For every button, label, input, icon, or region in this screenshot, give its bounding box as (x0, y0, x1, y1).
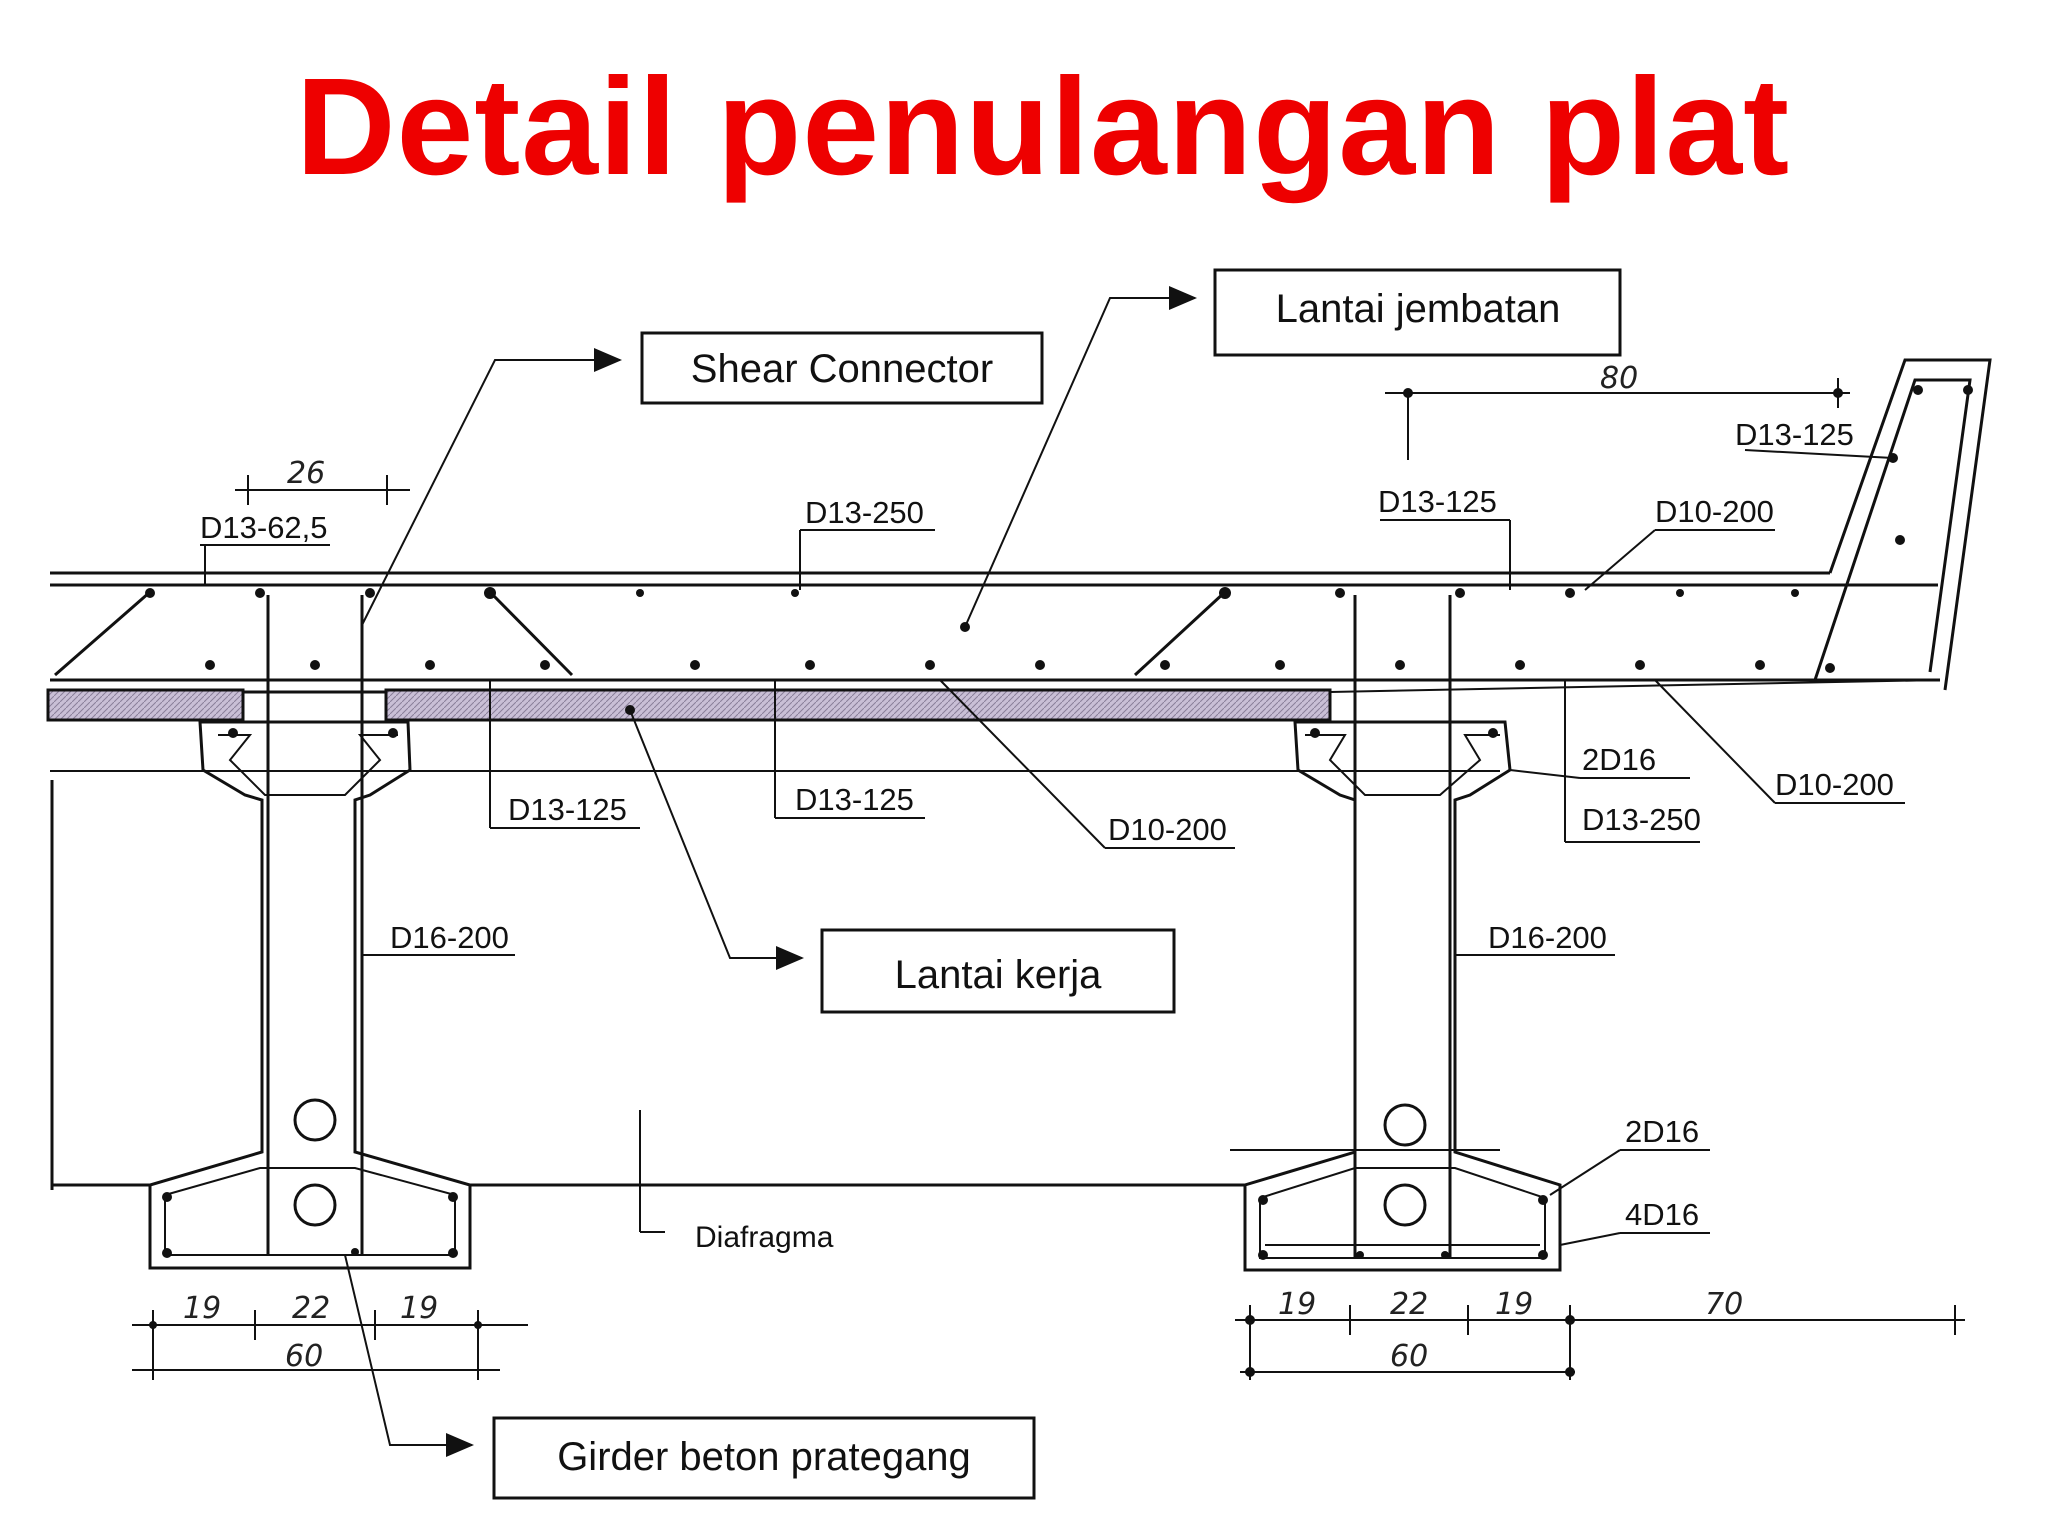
label-2d16-bottom: 2D16 (1625, 1114, 1699, 1149)
label-2d16-top: 2D16 (1582, 742, 1656, 777)
label-d13-125-bottom-a: D13-125 (508, 792, 627, 827)
label-d10-200-right: D10-200 (1775, 767, 1894, 802)
girder-left (148, 595, 472, 1270)
dim-top-26: 26 (287, 456, 325, 491)
label-d13-125-top: D13-125 (1378, 484, 1497, 519)
label-d16-200-right: D16-200 (1488, 920, 1607, 955)
deck-slab (50, 571, 1941, 772)
label-d13-250-right: D13-250 (1582, 802, 1701, 837)
dim-top-80: 80 (1600, 361, 1638, 396)
label-d10-200-mid: D10-200 (1108, 812, 1227, 847)
label-d13-125-parapet: D13-125 (1735, 417, 1854, 452)
dim-left-22: 22 (292, 1291, 330, 1326)
diafragma-label: Diafragma (695, 1221, 834, 1254)
shear-connector-label: Shear Connector (691, 347, 993, 391)
dim-right-70: 70 (1705, 1287, 1743, 1322)
dimension-ticks (149, 388, 1843, 1377)
dim-right-19a: 19 (1278, 1287, 1316, 1322)
label-d10-200-top: D10-200 (1655, 494, 1774, 529)
lantai-kerja-label: Lantai kerja (895, 953, 1103, 997)
label-d16-200-left: D16-200 (390, 920, 509, 955)
title-area: Detail penulangan plat (0, 0, 2048, 210)
label-d13-125-bottom-b: D13-125 (795, 782, 914, 817)
callout-shear-connector: Shear Connector (361, 331, 1044, 626)
page-title: Detail penulangan plat (295, 50, 1791, 204)
label-d13-250-top: D13-250 (805, 495, 924, 530)
girder-label: Girder beton prategang (557, 1435, 971, 1479)
working-floor-main (384, 688, 1332, 722)
dim-right-19b: 19 (1495, 1287, 1533, 1322)
label-d13-62-5: D13-62,5 (200, 510, 328, 545)
parapet (1813, 358, 1992, 691)
dim-right-22: 22 (1390, 1287, 1428, 1322)
callout-lantai-kerja: Lantai kerja (629, 709, 1176, 1014)
dimension-lines (132, 378, 1965, 1380)
dim-left-19a: 19 (183, 1291, 221, 1326)
callout-girder: Girder beton prategang (344, 1254, 1036, 1500)
callout-lantai-jembatan: Lantai jembatan (964, 268, 1622, 628)
label-4d16: 4D16 (1625, 1197, 1699, 1232)
rebar-labels (200, 449, 1905, 1246)
dim-right-60: 60 (1390, 1339, 1428, 1374)
dim-left-60: 60 (285, 1339, 323, 1374)
dim-left-19b: 19 (400, 1291, 438, 1326)
diaphragm (50, 780, 1245, 1233)
lantai-jembatan-label: Lantai jembatan (1276, 287, 1561, 331)
rebar-dots (145, 385, 1973, 1260)
working-floor-left (46, 688, 245, 722)
